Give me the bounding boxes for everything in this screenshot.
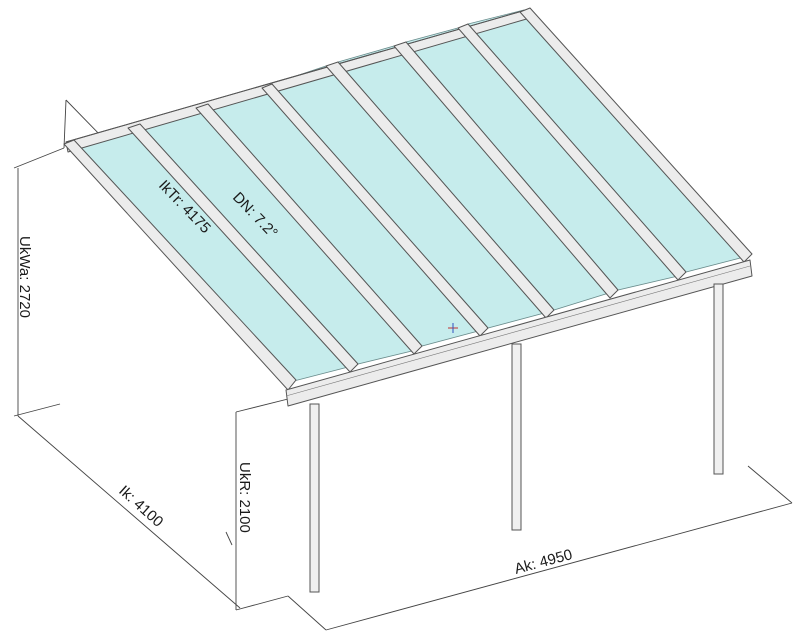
ukwa-label: UkWa: 2720 [16, 236, 33, 318]
post-middle [511, 343, 522, 531]
rafter-7 [457, 23, 687, 281]
rafter-2 [127, 123, 359, 373]
rafters [63, 7, 753, 391]
rafter-3 [195, 103, 423, 355]
rafter-4 [261, 83, 489, 337]
rafter-5 [325, 61, 555, 319]
post-front [309, 403, 320, 593]
post-back [713, 283, 724, 475]
ukr-label: UkR: 2100 [236, 462, 253, 533]
rafter-1 [63, 139, 297, 391]
posts [309, 283, 724, 593]
ak-label: Ak: 4950 [513, 546, 575, 578]
rafter-6 [393, 41, 619, 299]
rafter-8 [519, 7, 753, 263]
front-gutter [285, 259, 753, 407]
center-marker-icon [448, 323, 458, 333]
glass-panels [71, 9, 749, 383]
